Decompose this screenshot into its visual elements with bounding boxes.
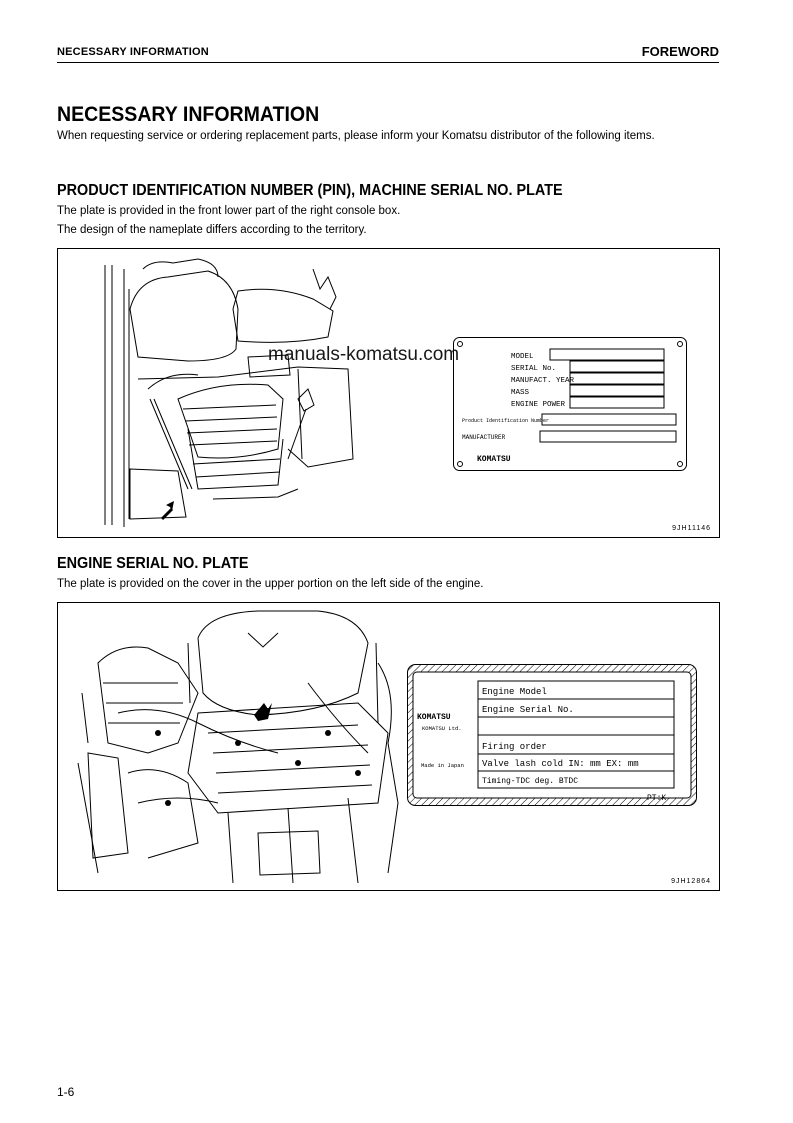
pin-text-line2: The design of the nameplate differs acco… [57,224,367,236]
plate-field-engine-power: ENGINE POWER [511,401,566,409]
pin-text-line1: The plate is provided in the front lower… [57,205,401,217]
intro-paragraph: When requesting service or ordering repl… [57,130,655,142]
engine-plate-row-firing: Firing order [482,742,547,752]
plate-pin-label: Product Identification Number [462,418,549,424]
page-title: NECESSARY INFORMATION [57,103,320,126]
plate-field-mass: MASS [511,389,530,397]
engine-plate-row-valve: Valve lash cold IN: mm EX: mm [482,759,639,769]
watermark: manuals-komatsu.com [268,344,460,365]
plate-logo: KOMATSU [477,455,511,464]
engine-text-line1: The plate is provided on the cover in th… [57,578,484,590]
engine-plate-origin: Made in Japan [421,762,464,769]
header-rule [57,62,719,63]
engine-plate-row-model: Engine Model [482,687,547,697]
running-header-section: NECESSARY INFORMATION [57,46,209,58]
engine-section-heading: ENGINE SERIAL NO. PLATE [57,555,249,572]
engine-plate-row-timing: Timing-TDC deg. BTDC [482,777,578,786]
pin-section-heading: PRODUCT IDENTIFICATION NUMBER (PIN), MAC… [57,182,563,199]
plate-manufacturer-label: MANUFACTURER [462,434,506,441]
plate-field-year: MANUFACT. YEAR [511,377,575,385]
plate-field-serial: SERIAL No. [511,365,556,373]
console-illustration [104,258,354,527]
plate-field-model: MODEL [511,353,534,361]
engine-nameplate: Engine Model Engine Serial No. Firing or… [407,664,697,806]
page-number: 1-6 [57,1085,75,1099]
pin-figure: MODEL SERIAL No. MANUFACT. YEAR MASS ENG… [57,248,720,538]
figure-code: 9JH11146 [672,525,711,532]
engine-plate-code: PT:K [647,794,666,803]
running-header-chapter: FOREWORD [641,44,719,59]
engine-figure: Engine Model Engine Serial No. Firing or… [57,602,720,891]
engine-plate-row-serial: Engine Serial No. [482,705,574,715]
engine-plate-logo: KOMATSU [417,713,451,722]
figure-code: 9JH12864 [671,878,711,885]
engine-illustration [77,610,399,884]
engine-plate-company: KOMATSU Ltd. [422,725,462,732]
machine-nameplate: MODEL SERIAL No. MANUFACT. YEAR MASS ENG… [453,337,687,471]
